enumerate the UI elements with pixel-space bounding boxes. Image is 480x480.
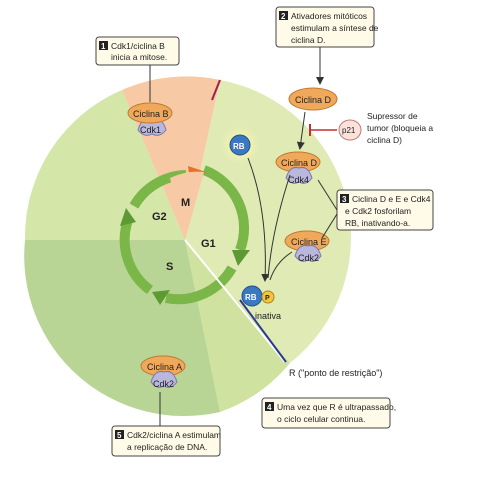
phase-m-label: M <box>181 197 190 209</box>
ciclina-a-label: Ciclina A <box>147 362 182 372</box>
ciclina-a-cdk2-complex: Ciclina A Cdk2 <box>140 355 186 389</box>
ciclina-b-label: Ciclina B <box>133 109 169 119</box>
callout-1-line-2: inicia a mitose. <box>111 52 167 62</box>
callout-1-number: 1 <box>101 42 106 51</box>
rb-inactive-label: RB <box>245 293 257 302</box>
callout-1: 1 Cdk1/ciclina B inicia a mitose. <box>95 36 180 102</box>
callout-4: 4 Uma vez que R é ultrapassado, o ciclo … <box>261 397 396 429</box>
ciclina-d-top: Ciclina D <box>288 87 338 111</box>
ciclina-d-arrow <box>296 111 306 150</box>
cdk2-a-label: Cdk2 <box>153 379 174 389</box>
cdk2-e-label: Cdk2 <box>298 253 319 263</box>
restriction-point-line <box>239 299 287 363</box>
callout-5-number: 5 <box>117 431 122 440</box>
callout-4-number: 4 <box>267 403 272 412</box>
cdk4-label: Cdk4 <box>288 175 309 185</box>
cycle-arrowheads <box>120 166 250 305</box>
callout-4-line-2: o ciclo celular continua. <box>277 414 365 424</box>
phase-g1-label: G1 <box>201 238 216 250</box>
rb-active: RB <box>220 125 260 165</box>
p21-molecule: p21 <box>338 119 362 141</box>
callout-2-line-1: Ativadores mitóticos <box>291 11 367 21</box>
supressor-line-1: Supressor de <box>367 111 418 121</box>
restriction-point-label: R ("ponto de restrição") <box>289 368 382 378</box>
callout-3-line-3: RB, inativando-a. <box>345 218 410 228</box>
supressor-line-3: ciclina D) <box>367 135 402 145</box>
callout-3-pointer-a <box>317 179 338 211</box>
m-wedge-inner <box>170 171 204 240</box>
ciclina-e-label: Ciclina E <box>291 237 327 247</box>
callout-3-line-1: Ciclina D e E e Cdk4 <box>352 194 431 204</box>
callout-5-line-1: Cdk2/ciclina A estimulam <box>127 430 221 440</box>
ciclina-b-cdk1-complex: Cdk1 Ciclina B <box>127 102 173 136</box>
supressor-line-2: tumor (bloqueia a <box>367 123 433 133</box>
callout-2-number: 2 <box>281 12 286 21</box>
g2-sector <box>24 90 185 240</box>
phase-g2-label: G2 <box>152 211 167 223</box>
p21-label: p21 <box>342 126 356 135</box>
callout-2: 2 Ativadores mitóticos estimulam a sínte… <box>275 6 379 85</box>
ciclina-e-cdk2-complex: Ciclina E Cdk2 <box>284 230 330 263</box>
callout-4-line-1: Uma vez que R é ultrapassado, <box>277 402 396 412</box>
ciclina-d-top-label: Ciclina D <box>295 95 332 105</box>
g1-s-divider <box>184 239 286 363</box>
cdk2-to-rb-line <box>269 251 293 281</box>
phosphate-label: P <box>265 295 270 302</box>
callout-3-line-2: e Cdk2 fosforilam <box>345 206 411 216</box>
callout-1-line-1: Cdk1/ciclina B <box>111 41 165 51</box>
cdk1-label: Cdk1 <box>140 125 161 135</box>
cdk4-to-rb-line <box>267 174 291 279</box>
phase-s-label: S <box>166 261 173 273</box>
callout-5: 5 Cdk2/ciclina A estimulam a replicação … <box>111 392 221 457</box>
callout-3-number: 3 <box>342 195 347 204</box>
rb-inactivation-arrow <box>247 157 270 282</box>
callout-3: 3 Ciclina D e E e Cdk4 e Cdk2 fosforilam… <box>317 179 434 239</box>
rb-active-label: RB <box>233 142 245 151</box>
callout-3-pointer-b <box>321 213 338 239</box>
ciclina-d-label: Ciclina D <box>281 158 318 168</box>
ciclina-d-cdk4-complex: Ciclina D Cdk4 <box>275 151 321 185</box>
callout-2-line-2: estimulam a síntese de <box>291 23 379 33</box>
rb-inactive: RB P inativa <box>241 285 281 321</box>
callout-5-line-2: a replicação de DNA. <box>127 442 207 452</box>
callout-2-line-3: ciclina D. <box>291 35 325 45</box>
inativa-label: inativa <box>255 311 281 321</box>
